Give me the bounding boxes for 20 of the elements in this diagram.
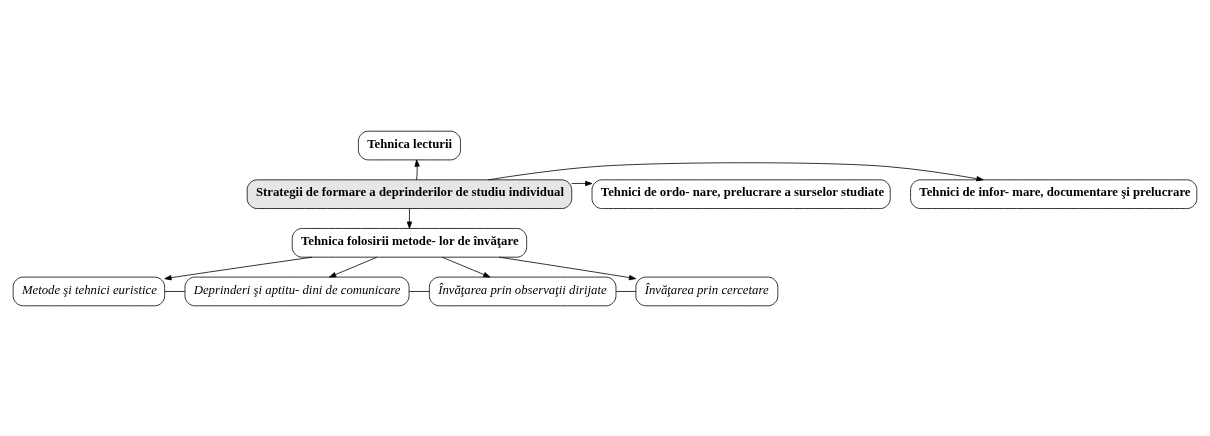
- connector: [615, 290, 637, 292]
- node-box: Învăţarea prin observaţii dirijate: [429, 276, 617, 306]
- arrow: [406, 207, 413, 229]
- arrow: [488, 161, 984, 181]
- arrow: [414, 159, 420, 180]
- connector: [164, 290, 186, 292]
- arrow: [441, 256, 491, 277]
- connector: [408, 290, 430, 292]
- arrow: [498, 256, 637, 280]
- node-box: Metode şi tehnici euristice: [12, 276, 166, 306]
- node-box: Tehnici de infor- mare, documentare şi prelucrare: [910, 178, 1198, 209]
- arrow: [164, 256, 313, 280]
- node-box: Strategii de formare a deprinderilor de studiu individual: [246, 178, 573, 209]
- node-box: Deprinderi şi aptitu- dini de comunicare: [184, 276, 410, 306]
- node-box: Tehnica lecturii: [358, 130, 461, 160]
- node-box: Tehnici de ordo- nare, prelucrare a surselor studiate: [591, 178, 891, 209]
- arrow: [329, 256, 378, 277]
- arrow: [571, 180, 593, 186]
- node-box: Învăţarea prin cercetare: [635, 276, 779, 306]
- node-box: Tehnica folosirii metode- lor de învăţare: [291, 227, 528, 258]
